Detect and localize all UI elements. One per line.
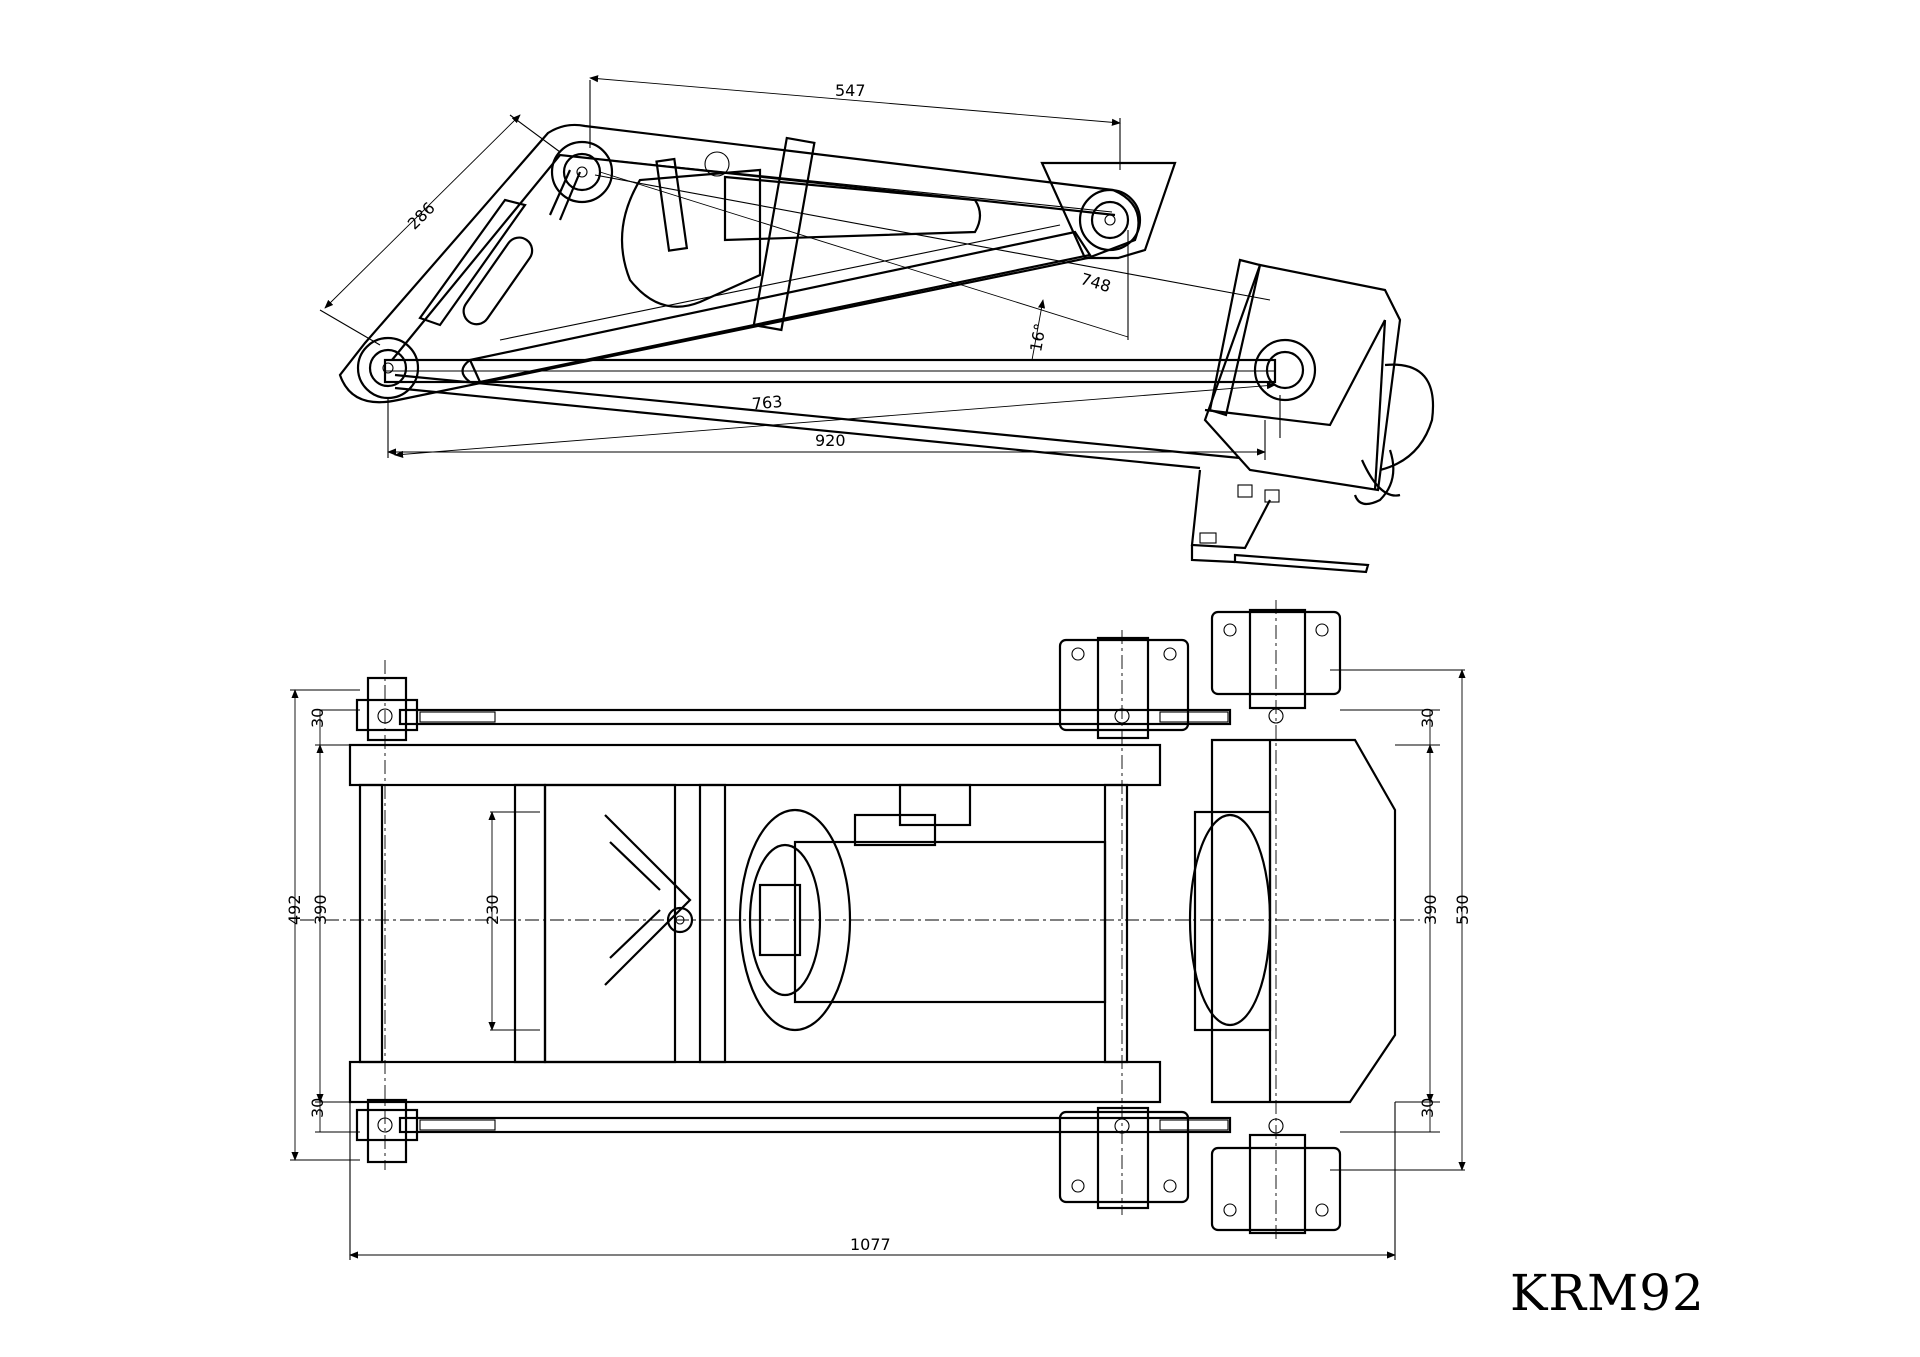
dim-286: 286 [404, 198, 439, 233]
pivot-right-upper [1040, 161, 1177, 260]
foot-plate [1190, 469, 1370, 574]
left-top-pivot [355, 676, 419, 742]
pivot-left [356, 336, 420, 400]
dim-angle: 16° [1026, 322, 1050, 353]
dim-30-left-bottom: 30 [308, 1098, 327, 1118]
left-bottom-pivot [355, 1098, 419, 1164]
frame-bottom-rail [348, 1060, 1162, 1104]
dim-30-right-bottom: 30 [1418, 1098, 1437, 1118]
cylinder-cradle [513, 783, 727, 1064]
dim-748: 748 [1078, 269, 1113, 296]
side-view: 547 286 748 16° 763 920 [319, 75, 1435, 574]
dim-390-left: 390 [311, 894, 330, 925]
frame-right-post [1103, 783, 1129, 1064]
model-code: KRM92 [1510, 1264, 1705, 1322]
dim-30-left-top: 30 [308, 708, 327, 728]
dim-230: 230 [483, 894, 502, 925]
plan-dimensions [290, 669, 1466, 1260]
lift-cylinder [468, 175, 1092, 384]
mid-top-bracket [1058, 636, 1190, 740]
dim-763: 763 [751, 392, 783, 414]
dim-390-right: 390 [1421, 894, 1440, 925]
dim-1077: 1077 [850, 1235, 891, 1254]
frame-left-post [358, 783, 384, 1064]
dim-547: 547 [835, 81, 866, 100]
mid-bottom-bracket [1058, 1106, 1190, 1210]
rocker-plate [620, 136, 816, 332]
slot-guide [418, 169, 582, 327]
plan-view: 492 390 30 30 230 530 390 30 30 1077 [285, 600, 1472, 1260]
dim-530: 530 [1453, 894, 1472, 925]
pivot-upper [550, 140, 614, 204]
dim-492: 492 [285, 894, 304, 925]
side-dimensions [319, 75, 1281, 460]
dim-920: 920 [815, 431, 846, 450]
drive-drum [1188, 738, 1397, 1104]
frame-top-rail [348, 743, 1162, 787]
hydraulic-cylinder [738, 783, 1107, 1032]
dim-30-right-top: 30 [1418, 708, 1437, 728]
lower-beam [383, 358, 1277, 384]
